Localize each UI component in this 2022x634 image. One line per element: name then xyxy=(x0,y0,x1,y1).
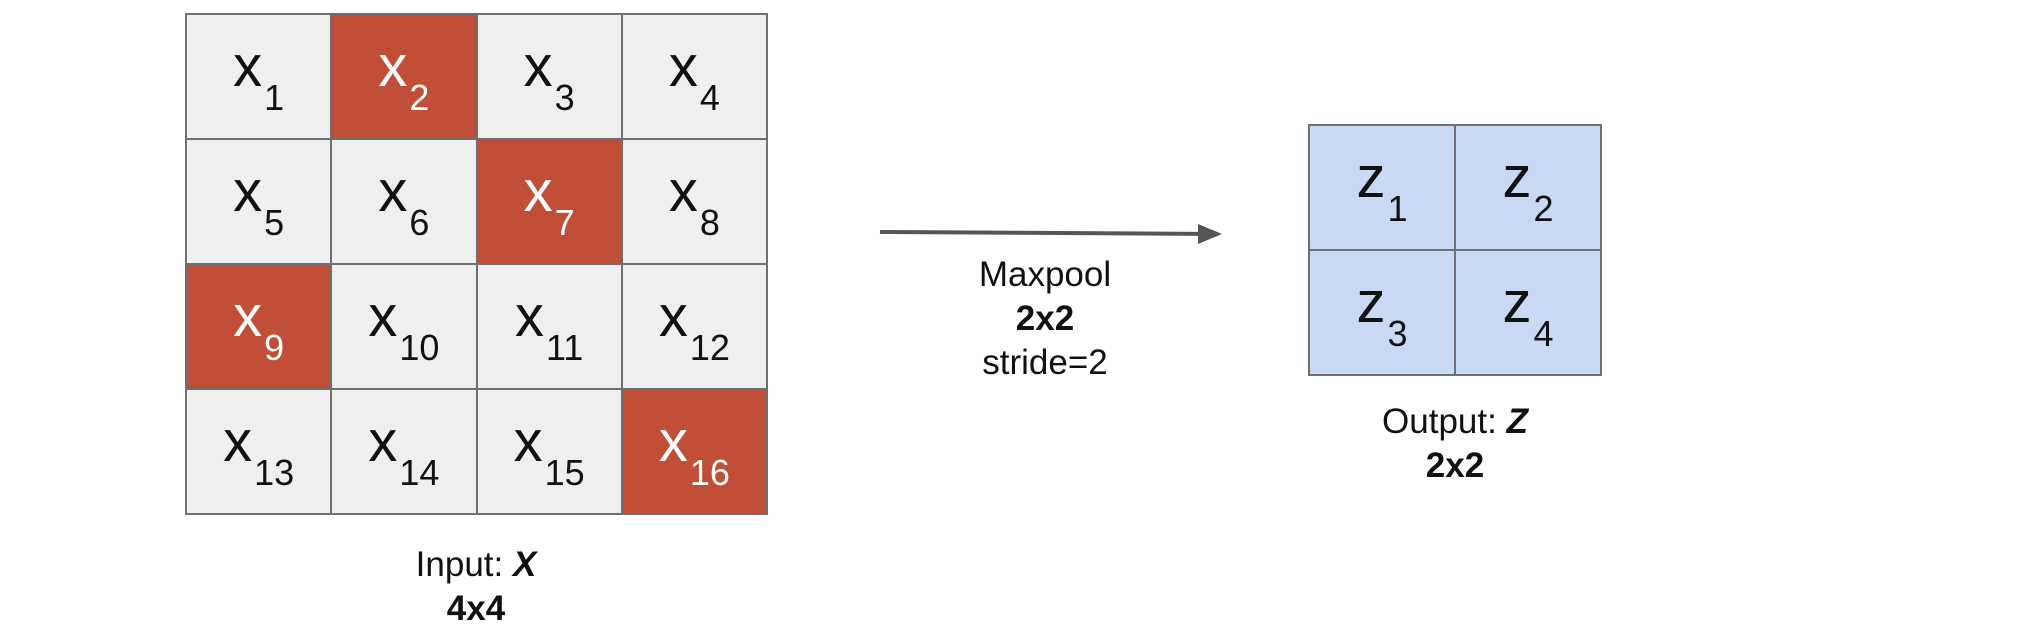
input-cell-symbol: x2 xyxy=(378,37,429,115)
input-cell-12: x12 xyxy=(622,265,766,388)
input-cell-variable: x xyxy=(668,33,698,99)
input-cell-variable: x xyxy=(523,33,553,99)
output-cell-variable: z xyxy=(1502,144,1532,210)
input-cell-symbol: x11 xyxy=(515,287,583,365)
input-cell-variable: x xyxy=(658,408,688,474)
output-caption-line: Output: Z xyxy=(1355,400,1555,444)
input-cell-symbol: x7 xyxy=(524,162,575,240)
input-cell-14: x14 xyxy=(332,390,476,513)
input-caption-var: X xyxy=(512,545,537,584)
input-cell-15: x15 xyxy=(477,390,621,513)
input-cell-variable: x xyxy=(658,283,688,349)
input-cell-7: x7 xyxy=(477,140,621,263)
input-cell-10: x10 xyxy=(332,265,476,388)
input-cell-subscript: 3 xyxy=(554,76,575,118)
input-cell-symbol: x15 xyxy=(514,412,585,490)
input-cell-subscript: 12 xyxy=(689,326,730,368)
input-cell-variable: x xyxy=(514,283,544,349)
output-cell-variable: z xyxy=(1356,144,1386,210)
input-cell-variable: x xyxy=(368,408,398,474)
input-cell-variable: x xyxy=(378,33,408,99)
output-cell-3: z3 xyxy=(1310,251,1454,374)
input-cell-variable: x xyxy=(223,408,253,474)
input-cell-2: x2 xyxy=(332,15,476,138)
output-caption: Output: Z 2x2 xyxy=(1355,400,1555,488)
output-cell-symbol: z2 xyxy=(1502,148,1553,226)
input-cell-variable: x xyxy=(378,158,408,224)
input-cell-symbol: x10 xyxy=(368,287,439,365)
input-cell-subscript: 11 xyxy=(545,326,584,368)
input-cell-variable: x xyxy=(668,158,698,224)
input-cell-3: x3 xyxy=(477,15,621,138)
output-cell-1: z1 xyxy=(1310,126,1454,249)
input-cell-subscript: 8 xyxy=(699,201,720,243)
input-cell-5: x5 xyxy=(187,140,331,263)
arrow-line xyxy=(879,230,1219,236)
input-cell-symbol: x1 xyxy=(233,37,284,115)
input-cell-13: x13 xyxy=(187,390,331,513)
input-cell-variable: x xyxy=(523,158,553,224)
output-caption-var: Z xyxy=(1506,402,1528,441)
output-cell-subscript: 4 xyxy=(1533,312,1554,354)
input-cell-subscript: 2 xyxy=(409,76,430,118)
input-cell-8: x8 xyxy=(622,140,766,263)
input-cell-symbol: x8 xyxy=(669,162,720,240)
input-cell-symbol: x5 xyxy=(233,162,284,240)
output-size-label: 2x2 xyxy=(1425,445,1485,485)
input-cell-subscript: 7 xyxy=(554,201,575,243)
input-cell-variable: x xyxy=(233,33,263,99)
input-cell-subscript: 6 xyxy=(409,201,430,243)
arrow-head xyxy=(1198,224,1222,244)
input-cell-4: x4 xyxy=(622,15,766,138)
operation-stride: stride=2 xyxy=(982,342,1108,382)
input-cell-9: x9 xyxy=(187,265,331,388)
input-cell-subscript: 13 xyxy=(254,451,295,493)
input-cell-symbol: x13 xyxy=(223,412,294,490)
input-cell-subscript: 1 xyxy=(264,76,285,118)
input-caption-line: Input: X xyxy=(376,543,576,587)
input-cell-11: x11 xyxy=(477,265,621,388)
output-cell-symbol: z1 xyxy=(1356,148,1407,226)
output-caption-label: Output: xyxy=(1382,402,1507,441)
output-cell-variable: z xyxy=(1356,269,1386,335)
operation-caption: Maxpool 2x2 stride=2 xyxy=(920,253,1170,384)
input-cell-16: x16 xyxy=(622,390,766,513)
input-cell-subscript: 15 xyxy=(544,451,585,493)
input-caption-label: Input: xyxy=(415,545,513,584)
input-cell-symbol: x9 xyxy=(233,287,284,365)
input-cell-subscript: 5 xyxy=(264,201,285,243)
input-cell-subscript: 16 xyxy=(689,451,730,493)
input-cell-variable: x xyxy=(368,283,398,349)
input-cell-symbol: x4 xyxy=(669,37,720,115)
input-cell-subscript: 9 xyxy=(264,326,285,368)
input-cell-symbol: x16 xyxy=(659,412,730,490)
operation-kernel: 2x2 xyxy=(1015,298,1075,338)
input-cell-symbol: x14 xyxy=(368,412,439,490)
output-cell-variable: z xyxy=(1502,269,1532,335)
input-cell-subscript: 10 xyxy=(399,326,440,368)
input-cell-subscript: 14 xyxy=(399,451,440,493)
input-cell-symbol: x6 xyxy=(378,162,429,240)
arrow xyxy=(879,224,1222,244)
input-cell-variable: x xyxy=(513,408,543,474)
input-cell-1: x1 xyxy=(187,15,331,138)
input-size-label: 4x4 xyxy=(446,588,506,628)
input-cell-subscript: 4 xyxy=(699,76,720,118)
output-cell-2: z2 xyxy=(1456,126,1600,249)
output-cell-4: z4 xyxy=(1456,251,1600,374)
input-cell-symbol: x3 xyxy=(524,37,575,115)
operation-name: Maxpool xyxy=(978,255,1112,294)
input-cell-variable: x xyxy=(233,158,263,224)
output-cell-symbol: z3 xyxy=(1356,273,1407,351)
input-cell-variable: x xyxy=(233,283,263,349)
output-cell-subscript: 3 xyxy=(1387,312,1408,354)
output-cell-symbol: z4 xyxy=(1502,273,1553,351)
input-caption: Input: X 4x4 xyxy=(376,543,576,631)
input-cell-6: x6 xyxy=(332,140,476,263)
output-cell-subscript: 2 xyxy=(1533,187,1554,229)
output-cell-subscript: 1 xyxy=(1387,187,1408,229)
input-cell-symbol: x12 xyxy=(659,287,730,365)
